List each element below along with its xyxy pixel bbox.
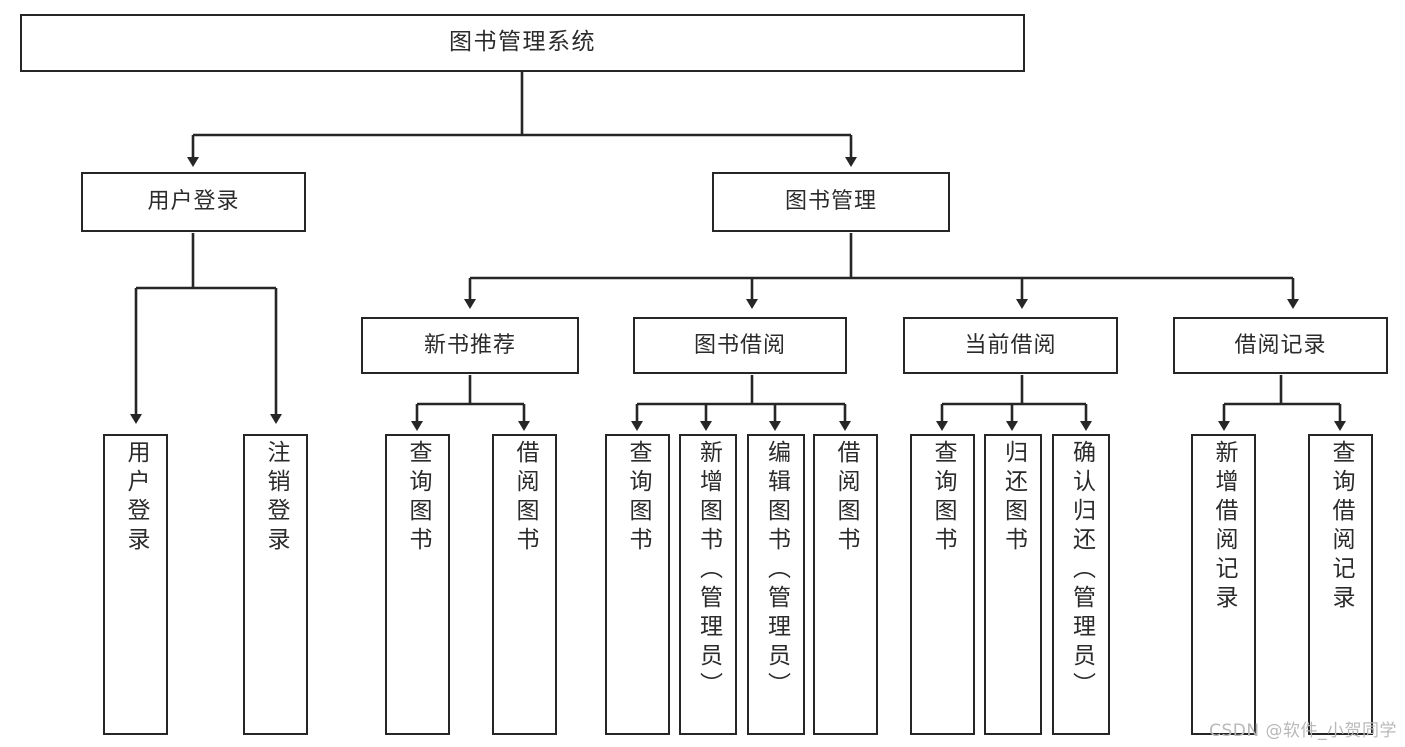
leaf-confirm-return-admin[interactable]: 确认归还（管理员）	[1052, 434, 1110, 735]
leaf-borrow-book-1[interactable]: 借阅图书	[492, 434, 557, 735]
node-book-borrow[interactable]: 图书借阅	[633, 317, 847, 374]
leaf-borrow-book-2[interactable]: 借阅图书	[813, 434, 878, 735]
leaf-query-book-1-label: 查询图书	[405, 440, 431, 556]
leaf-edit-book-admin[interactable]: 编辑图书（管理员）	[747, 434, 805, 735]
leaf-query-book-2-label: 查询图书	[625, 440, 651, 556]
leaf-logout-login-label: 注销登录	[263, 440, 289, 556]
leaf-add-book-admin[interactable]: 新增图书（管理员）	[679, 434, 737, 735]
leaf-user-login-label: 用户登录	[123, 440, 149, 556]
leaf-query-borrow-record-label: 查询借阅记录	[1328, 440, 1354, 614]
leaf-borrow-book-2-label: 借阅图书	[833, 440, 859, 556]
leaf-confirm-return-admin-label: 确认归还（管理员）	[1068, 440, 1095, 701]
leaf-borrow-book-1-label: 借阅图书	[512, 440, 538, 556]
leaf-user-login[interactable]: 用户登录	[103, 434, 168, 735]
node-current-borrow[interactable]: 当前借阅	[903, 317, 1118, 374]
leaf-add-book-admin-label: 新增图书（管理员）	[695, 440, 722, 701]
node-borrow-record-label: 借阅记录	[1234, 332, 1327, 358]
connectors	[130, 72, 1346, 431]
leaf-query-book-2[interactable]: 查询图书	[605, 434, 670, 735]
leaf-logout-login[interactable]: 注销登录	[243, 434, 308, 735]
leaf-add-borrow-record-label: 新增借阅记录	[1211, 440, 1237, 614]
node-book-borrow-label: 图书借阅	[693, 332, 786, 358]
leaf-query-book-3-label: 查询图书	[930, 440, 956, 556]
node-new-book-recommend-label: 新书推荐	[423, 332, 516, 358]
leaf-query-book-1[interactable]: 查询图书	[385, 434, 450, 735]
node-root[interactable]: 图书管理系统	[20, 14, 1025, 72]
leaf-return-book-label: 归还图书	[1000, 440, 1027, 556]
node-book-manage[interactable]: 图书管理	[712, 172, 950, 232]
node-user-login[interactable]: 用户登录	[81, 172, 306, 232]
leaf-query-borrow-record[interactable]: 查询借阅记录	[1308, 434, 1373, 735]
leaf-return-book[interactable]: 归还图书	[984, 434, 1042, 735]
node-user-login-label: 用户登录	[147, 189, 240, 215]
node-current-borrow-label: 当前借阅	[964, 332, 1057, 358]
leaf-query-book-3[interactable]: 查询图书	[910, 434, 975, 735]
node-new-book-recommend[interactable]: 新书推荐	[361, 317, 579, 374]
node-book-manage-label: 图书管理	[784, 189, 877, 215]
node-root-label: 图书管理系统	[449, 29, 596, 56]
csdn-watermark: CSDN @软件_小贺同学	[1209, 721, 1397, 741]
node-borrow-record[interactable]: 借阅记录	[1173, 317, 1388, 374]
leaf-edit-book-admin-label: 编辑图书（管理员）	[763, 440, 790, 701]
leaf-add-borrow-record[interactable]: 新增借阅记录	[1191, 434, 1256, 735]
